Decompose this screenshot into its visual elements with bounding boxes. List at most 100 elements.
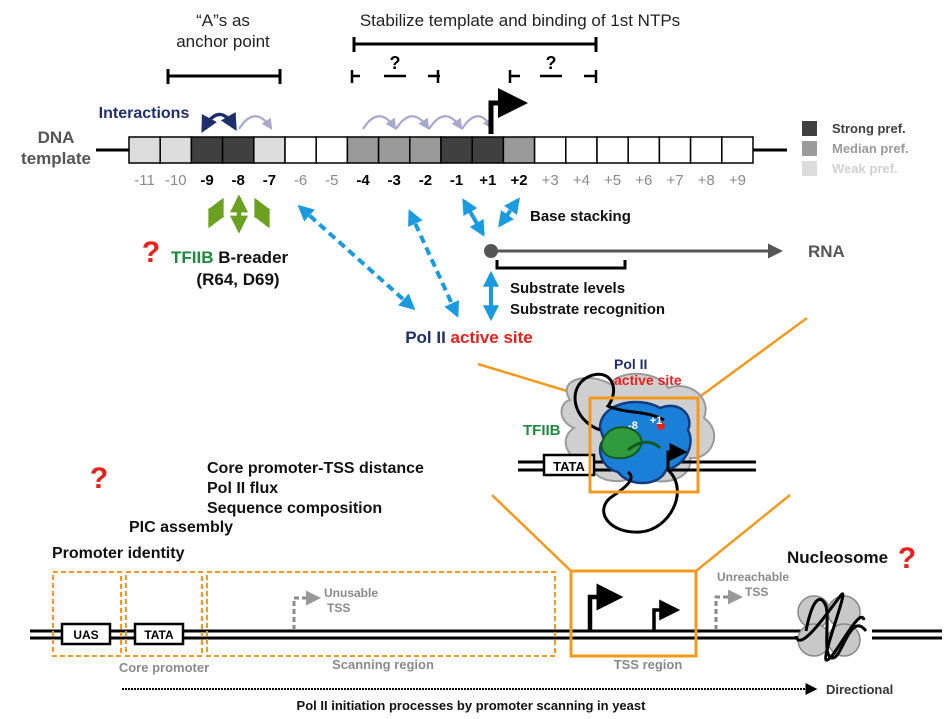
- dna-position-label: -7: [263, 172, 276, 189]
- dna-position-label: +7: [666, 172, 683, 189]
- dna-position-label: +1: [479, 172, 496, 189]
- tss-arrow-major: [587, 583, 624, 630]
- dna-position-label: -10: [165, 172, 187, 189]
- base-stacking-arrow: [462, 198, 485, 237]
- red-question-mark-nucleosome: ?: [898, 542, 916, 575]
- scanning-region-box: [206, 571, 556, 657]
- unreachable-tss-label-1: Unreachable: [717, 570, 789, 584]
- dna-cell: [315, 136, 349, 164]
- tata-label: TATA: [144, 628, 174, 642]
- dna-position-label: -3: [388, 172, 401, 189]
- dna-label-line1: DNA: [38, 128, 75, 147]
- rna-5prime-dot: [484, 244, 498, 258]
- dna-cell: [596, 136, 629, 164]
- legend-label-strong: Strong pref.: [832, 121, 906, 136]
- legend-label-median: Median pref.: [832, 141, 909, 156]
- dna-cell: [190, 136, 224, 164]
- promoter-identity-label: Promoter identity: [52, 545, 185, 562]
- tfiib-loop: [627, 440, 662, 452]
- nucleosome-icon: [794, 592, 868, 662]
- tfiib-text: TFIIB: [171, 248, 214, 267]
- dna-cell: [440, 136, 473, 164]
- inset-plus1-label: +1: [650, 415, 663, 427]
- dna-template-cells: [128, 136, 754, 164]
- dna-cell: [377, 136, 411, 164]
- dna-position-label: -2: [419, 172, 432, 189]
- inset-active-site-label: active site: [614, 372, 682, 388]
- residues-label: (R64, D69): [196, 270, 279, 289]
- dna-position-label: +3: [542, 172, 559, 189]
- inset-tata-label: TATA: [553, 459, 585, 474]
- base-stacking-label: Base stacking: [530, 208, 631, 225]
- b-reader-text: B-reader: [214, 248, 289, 267]
- rna-label: RNA: [808, 242, 845, 261]
- dna-position-labels: -11-10-9-8-7-6-5-4-3-2-1+1+2+3+4+5+6+7+8…: [134, 172, 746, 189]
- dna-position-label: +4: [573, 172, 590, 189]
- tss-arrow-top: [488, 88, 528, 134]
- interaction-arc: [395, 115, 430, 130]
- zoom-lines-lower: [491, 494, 791, 572]
- dna-cell: [409, 136, 442, 164]
- question-mark-right: ?: [546, 53, 557, 73]
- legend-label-weak: Weak pref.: [832, 161, 898, 176]
- dna-position-label: +6: [635, 172, 652, 189]
- dna-cell: [689, 136, 723, 164]
- unusable-tss-label-2: TSS: [327, 601, 350, 615]
- interaction-arc: [461, 115, 494, 130]
- anchor-label-line2: anchor point: [176, 32, 270, 51]
- tfiib-green-domain: [600, 426, 643, 460]
- inset-tfiib-label: TFIIB: [523, 422, 561, 439]
- dna-position-label: +5: [604, 172, 621, 189]
- active-site-dot: [657, 422, 665, 430]
- dna-position-label: +9: [729, 172, 746, 189]
- pol2-active-site-label: Pol II active site: [405, 328, 533, 347]
- dna-label-line2: template: [21, 149, 91, 168]
- inset-tss-arrow: [666, 443, 688, 470]
- uas-box: [60, 622, 112, 646]
- left-sub-bracket: [350, 70, 440, 83]
- factor-sequence-composition: Sequence composition: [207, 500, 382, 517]
- directional-label: Directional: [826, 682, 893, 697]
- right-sub-bracket: [508, 70, 598, 83]
- dna-position-label: -4: [356, 172, 370, 189]
- unusable-tss-label-1: Unusable: [324, 586, 378, 600]
- dna-cell: [346, 136, 380, 164]
- active-site-dashed-arrows: [297, 197, 520, 318]
- dna-position-label: -9: [200, 172, 213, 189]
- dna-cell: [721, 136, 754, 164]
- inset-zoom-box: [588, 396, 700, 494]
- unreachable-tss-label-2: TSS: [745, 585, 768, 599]
- b-reader-arrows: [207, 194, 271, 234]
- dna-cell: [159, 136, 193, 164]
- dna-cell: [471, 136, 505, 164]
- core-promoter-label: Core promoter: [119, 660, 209, 675]
- interaction-arc: [428, 115, 463, 130]
- interaction-arc: [362, 115, 397, 130]
- unreachable-tss-arrow: [714, 589, 743, 630]
- dna-position-label: +8: [698, 172, 715, 189]
- pol2-text: Pol II: [405, 328, 450, 347]
- legend-swatch-median: [802, 141, 817, 156]
- dna-position-label: -5: [325, 172, 338, 189]
- interactions-label: Interactions: [99, 105, 190, 122]
- template-loop-top: [573, 372, 665, 432]
- dna-cell: [502, 136, 536, 164]
- dna-cell: [128, 136, 161, 164]
- factor-core-promoter-tss-distance: Core promoter-TSS distance: [207, 460, 424, 477]
- inset-pic-drawing: [518, 372, 756, 534]
- dna-cell: [533, 136, 567, 164]
- legend-swatch-strong: [802, 121, 817, 136]
- region-dashed-boxes: [52, 571, 556, 657]
- tss-arrow-minor: [652, 599, 681, 630]
- inset-tata-box: [542, 453, 596, 477]
- substrate-recognition-label: Substrate recognition: [510, 301, 665, 318]
- dna-position-label: -1: [450, 172, 463, 189]
- tss-region-label: TSS region: [614, 657, 683, 672]
- preference-legend: Strong pref. Median pref. Weak pref.: [802, 121, 909, 176]
- substrate-bracket: [495, 260, 627, 270]
- nucleosome-label: Nucleosome: [787, 548, 888, 567]
- figure-caption: Pol II initiation processes by promoter …: [297, 698, 647, 713]
- interaction-arcs: [201, 111, 494, 133]
- interaction-arc: [238, 115, 273, 130]
